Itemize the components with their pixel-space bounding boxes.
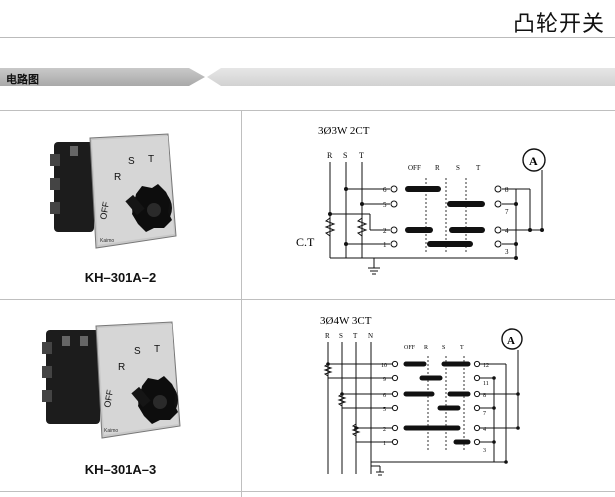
line-label-r: R xyxy=(327,151,333,160)
column-label-t: T xyxy=(460,345,464,351)
terminal-12: 12 xyxy=(483,363,489,369)
terminal-7: 7 xyxy=(483,411,486,417)
column-label-r: R xyxy=(435,164,440,172)
knob-label-t: T xyxy=(148,154,154,165)
terminal-2: 2 xyxy=(383,227,387,235)
section-label: 电路图 xyxy=(6,73,39,86)
terminal-8: 8 xyxy=(483,393,486,399)
column-label-off: OFF xyxy=(404,345,416,351)
terminal-11: 11 xyxy=(483,381,489,387)
section-bar xyxy=(0,68,615,86)
knob-label-r: R xyxy=(114,172,121,183)
line-label-n: N xyxy=(368,332,373,340)
product-model-1: KH–301A–2 xyxy=(84,270,157,285)
terminal-1: 1 xyxy=(383,241,387,249)
table-column-divider xyxy=(241,110,242,497)
brand-label: Kaimo xyxy=(104,428,118,434)
ammeter-label: A xyxy=(507,335,515,347)
page-title: 凸轮开关 xyxy=(512,12,605,37)
line-label-s: S xyxy=(343,151,347,160)
product-photo-kh-301a-2: OFF R S T Kaimo xyxy=(50,133,177,249)
terminal-1: 1 xyxy=(383,441,386,447)
ct-label: C.T xyxy=(296,235,315,249)
terminal-7: 7 xyxy=(505,208,509,216)
circuit-diagram-3p4w-3ct: 3Ø4W 3CT R S T N OFF R S T xyxy=(320,315,523,476)
knob-label-r: R xyxy=(118,362,125,373)
column-label-off: OFF xyxy=(408,164,421,172)
terminal-4: 4 xyxy=(505,227,509,235)
diagram-heading: 3Ø3W 2CT xyxy=(318,125,370,137)
column-label-t: T xyxy=(476,164,481,172)
ammeter-icon xyxy=(522,148,546,172)
terminal-5: 5 xyxy=(383,201,387,209)
terminal-8: 8 xyxy=(505,186,509,194)
terminal-6: 6 xyxy=(383,393,386,399)
knob-label-off: OFF xyxy=(102,388,115,408)
brand-label: Kaimo xyxy=(100,238,114,244)
knob-label-s: S xyxy=(134,346,141,357)
terminal-10: 10 xyxy=(381,363,387,369)
ammeter-label: A xyxy=(529,154,538,168)
terminal-5: 5 xyxy=(383,407,386,413)
table-top-rule xyxy=(0,110,615,111)
title-divider xyxy=(0,37,615,38)
column-label-r: R xyxy=(424,345,428,351)
diagram-heading: 3Ø4W 3CT xyxy=(320,315,372,327)
line-label-s: S xyxy=(339,332,343,340)
knob-label-s: S xyxy=(128,156,135,167)
circuit-diagram-3p3w-2ct: 3Ø3W 2CT R S T OFF R S T xyxy=(296,125,546,275)
terminal-3: 3 xyxy=(483,448,486,454)
product-model-2: KH–301A–3 xyxy=(84,462,157,477)
knob-label-off: OFF xyxy=(98,200,111,220)
line-label-t: T xyxy=(353,332,358,340)
terminal-4: 4 xyxy=(483,427,486,433)
knob-label-t: T xyxy=(154,344,160,355)
terminal-3: 3 xyxy=(505,248,509,256)
product-photo-kh-301a-3: OFF R S T Kaimo xyxy=(42,321,181,439)
line-label-t: T xyxy=(359,151,364,160)
column-label-s: S xyxy=(456,164,460,172)
line-label-r: R xyxy=(325,332,330,340)
ammeter-icon xyxy=(501,328,523,350)
terminal-2: 2 xyxy=(383,427,386,433)
table-row-rule xyxy=(0,299,615,300)
terminal-9: 9 xyxy=(383,377,386,383)
table-bottom-rule xyxy=(0,491,615,492)
terminal-6: 6 xyxy=(383,186,387,194)
column-label-s: S xyxy=(442,345,445,351)
